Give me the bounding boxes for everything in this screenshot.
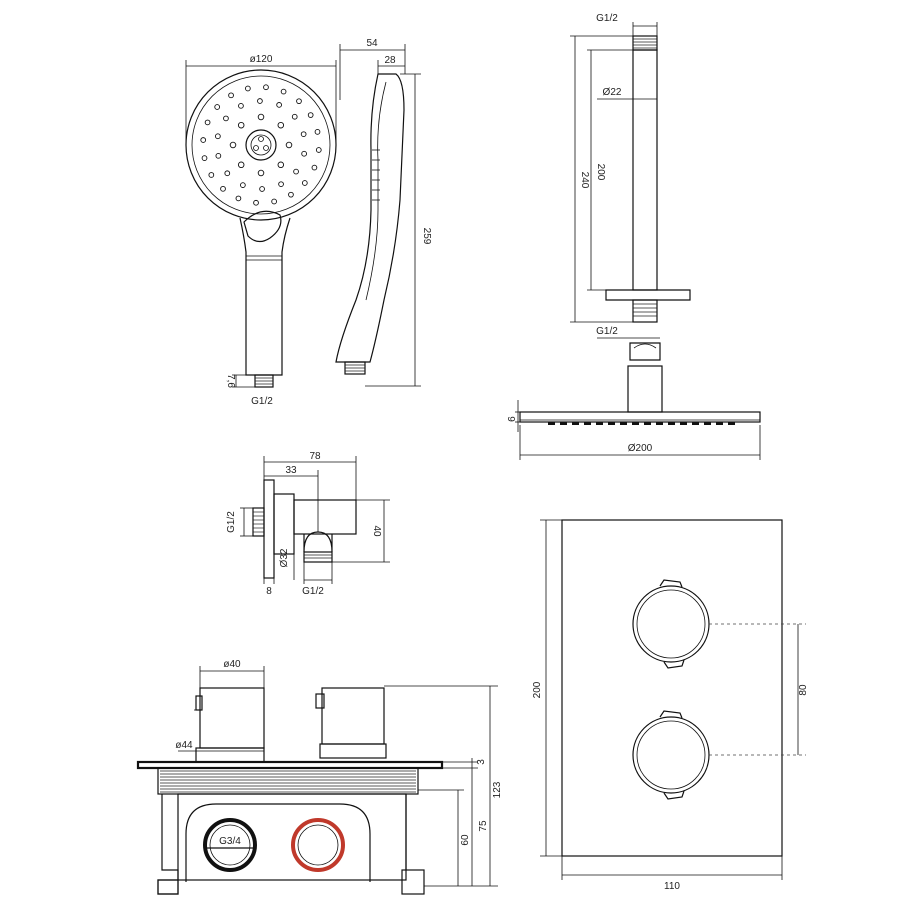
outlet-bottom-thread: G1/2 (302, 586, 324, 597)
nozzle-dot (257, 169, 265, 177)
arm-total-length: 240 (579, 172, 590, 189)
hand-shower-side-view: 54 28 259 (335, 38, 432, 387)
rosette-diameter: ø44 (175, 740, 193, 751)
rain-nozzle (572, 422, 579, 425)
thermostat-box-view: G3/4 ø40 ø44 123 3 75 60 (136, 659, 503, 895)
handle-diameter: ø40 (223, 659, 241, 670)
nozzle-dot (315, 147, 322, 153)
inlet-height: 60 (460, 834, 471, 846)
rain-nozzle (584, 422, 591, 425)
nozzle-dot (237, 161, 245, 169)
nozzle-dot (245, 85, 251, 92)
rain-nozzle (716, 422, 723, 425)
nozzle-dot (257, 113, 265, 121)
rain-nozzle (608, 422, 615, 425)
rain-nozzle (548, 422, 555, 425)
front-plate-view: 80 200 110 (532, 519, 809, 892)
outlet-width: 78 (309, 451, 321, 462)
rain-nozzle (596, 422, 603, 425)
nozzle-dot (300, 131, 307, 138)
rain-nozzle (560, 422, 567, 425)
nozzle-dot (276, 102, 282, 108)
nozzle-dot (208, 172, 215, 178)
plate-height: 200 (532, 681, 543, 698)
hand-shower-head-depth: 28 (384, 55, 396, 66)
rain-nozzle (632, 422, 639, 425)
nozzle-dot (214, 104, 221, 110)
outlet-depth: 8 (266, 586, 272, 597)
nozzle-dot (200, 137, 207, 143)
hot-inlet (291, 818, 345, 872)
rain-nozzle (728, 422, 735, 425)
nozzle-dot (278, 181, 284, 188)
hand-shower-length: 259 (421, 228, 432, 245)
cold-inlet (203, 818, 257, 872)
nozzle-dot (311, 164, 318, 171)
rain-nozzle (644, 422, 651, 425)
nozzle-dot (229, 141, 237, 149)
nozzle-dot (204, 119, 211, 126)
outlet-thread: G1/2 (226, 511, 237, 533)
box-depth: 75 (478, 820, 489, 832)
outlet-height: 40 (371, 525, 382, 537)
plate-width: 110 (664, 881, 680, 892)
nozzle-dot (277, 161, 285, 169)
rain-nozzle (680, 422, 687, 425)
ceiling-arm-view: G1/2 Ø22 240 200 G1/2 9 Ø200 (505, 13, 761, 460)
rain-nozzle (620, 422, 627, 425)
nozzle-dot (220, 185, 226, 192)
arm-top-thread: G1/2 (596, 13, 618, 24)
nozzle-dot (240, 182, 246, 188)
nozzle-dot (285, 141, 293, 149)
arm-inner-length: 200 (595, 164, 606, 181)
hand-shower-thread: G1/2 (251, 396, 273, 407)
rain-head-thickness: 9 (505, 416, 516, 422)
wall-outlet-view: 78 33 40 G1/2 Ø32 8 G1/2 (226, 451, 390, 597)
nozzle-dot (223, 115, 229, 122)
rain-head-diameter: Ø200 (628, 443, 653, 454)
nozzle-dot (238, 102, 244, 109)
inlet-thread: G3/4 (219, 836, 241, 847)
nozzle-dots (200, 84, 322, 206)
nozzle-dot (307, 112, 314, 118)
nozzle-dot (288, 191, 294, 198)
nozzle-dot (301, 150, 307, 157)
hand-shower-thread-length: 7,6 (225, 374, 236, 388)
nozzle-dot (257, 98, 263, 104)
nozzle-dot (293, 168, 299, 175)
rain-nozzle (692, 422, 699, 425)
nozzle-dot (271, 198, 277, 205)
rain-nozzle (656, 422, 663, 425)
nozzle-dot (280, 88, 287, 95)
knob-spacing: 80 (798, 684, 809, 696)
nozzle-dot (296, 98, 302, 105)
nozzle-dot (201, 155, 208, 161)
nozzle-dot (301, 180, 308, 186)
nozzle-dot (263, 84, 269, 91)
nozzle-dot (277, 121, 285, 129)
nozzle-dot (314, 129, 321, 135)
rain-head-nozzles (548, 422, 735, 425)
nozzle-dot (253, 199, 259, 206)
hand-shower-depth: 54 (366, 38, 378, 49)
nozzle-dot (224, 170, 231, 177)
hand-shower-front-view: ø120 7,6 G1/2 (185, 54, 337, 407)
rain-nozzle (668, 422, 675, 425)
nozzle-dot (235, 195, 242, 202)
arm-diameter: Ø22 (603, 87, 622, 98)
outlet-offset: 33 (285, 465, 297, 476)
nozzle-dot (228, 92, 234, 99)
arm-bottom-thread: G1/2 (596, 326, 618, 337)
nozzle-dot (215, 133, 221, 140)
nozzle-dot (237, 121, 245, 129)
nozzle-dot (215, 152, 222, 159)
plate-thickness: 3 (476, 759, 487, 765)
outlet-diameter: Ø32 (279, 548, 290, 567)
nozzle-dot (291, 113, 298, 120)
rain-nozzle (704, 422, 711, 425)
hand-shower-diameter: ø120 (250, 54, 273, 65)
box-total-height: 123 (492, 781, 503, 798)
nozzle-dot (259, 186, 265, 192)
